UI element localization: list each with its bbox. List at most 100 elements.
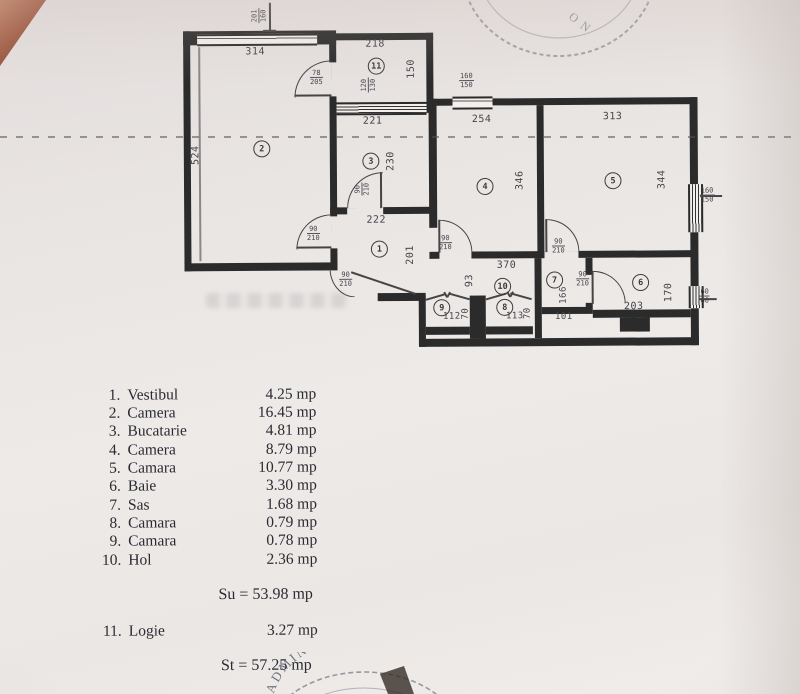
legend-row: 2. Camera 16.45 mp (96, 403, 317, 423)
dim-313: 313 (602, 111, 623, 123)
wall (536, 105, 545, 259)
legend-row: 9. Camara 0.78 mp (97, 531, 318, 551)
room-number-camera2: 2 (253, 140, 271, 158)
room-number-bucatarie: 3 (362, 152, 380, 170)
room-index: 8. (109, 514, 122, 532)
dim-230: 230 (385, 151, 397, 171)
dim-tick (268, 2, 271, 31)
room-area: 0.78 mp (266, 531, 318, 549)
room-name: Camera (127, 404, 176, 422)
dim-150: 150 (405, 59, 417, 79)
wall (330, 207, 348, 215)
room-area: 0.79 mp (266, 513, 318, 531)
room-area: 8.79 mp (265, 440, 317, 458)
wall (534, 258, 542, 339)
room-index: 6. (109, 477, 121, 495)
room-index: 9. (109, 532, 122, 550)
room-number-vestibul: 1 (370, 240, 388, 258)
wall (330, 248, 338, 269)
wall (426, 98, 453, 106)
room-area: 10.77 mp (258, 458, 317, 476)
room-name: Camara (128, 514, 177, 532)
dim-170: 170 (663, 282, 675, 303)
dim-201: 201 (404, 245, 416, 265)
dim-370: 370 (496, 259, 517, 271)
wall (689, 97, 699, 185)
room-number-baie: 6 (632, 273, 650, 292)
dim-221: 221 (362, 115, 383, 127)
wall (485, 326, 533, 335)
closet-lid (449, 292, 470, 301)
room-area: 4.81 mp (265, 421, 317, 439)
room-name: Camara (127, 459, 176, 477)
room-name: Vestibul (127, 386, 179, 404)
wall (578, 250, 698, 258)
door-leaf (296, 246, 332, 249)
room-area: 16.45 mp (257, 403, 317, 421)
dim-166: 166 (558, 286, 569, 304)
dim-344: 344 (656, 169, 668, 190)
wall (425, 326, 470, 335)
dim-314: 314 (245, 46, 266, 58)
dim-113: 113 (505, 311, 524, 322)
dim-tick (263, 29, 277, 32)
room-area: 4.25 mp (265, 385, 317, 403)
room-number-camara5: 5 (604, 172, 622, 190)
wall (383, 206, 435, 215)
bleed-through-text (206, 293, 348, 308)
dim-346: 346 (514, 170, 526, 191)
wall (492, 97, 697, 106)
room-number-hol: 10 (494, 277, 512, 295)
room-index: 4. (108, 441, 121, 459)
room-name: Logie (128, 622, 165, 640)
room-area: 3.27 mp (266, 621, 318, 639)
legend-row-logie: 11. Logie 3.27 mp (98, 622, 318, 641)
room-index: 11. (102, 622, 122, 640)
dim-524: 524 (190, 145, 202, 166)
room-area: 2.36 mp (266, 550, 318, 568)
dim-70b: 70 (522, 307, 533, 320)
dim-70a: 70 (460, 307, 471, 320)
door-leaf (591, 270, 594, 304)
room-area: 1.68 mp (266, 495, 318, 513)
legend-row: 8. Camara 0.79 mp (97, 514, 317, 533)
total-area: St = 57.25 mp (220, 656, 312, 675)
dim-93: 93 (464, 274, 476, 288)
wall (585, 302, 593, 314)
dim-112: 112 (442, 311, 461, 322)
closet-lid (510, 292, 532, 301)
room-number-camera4: 4 (476, 177, 494, 196)
floor-plan-drawing: 1 2 3 4 5 6 7 8 9 10 11 314 524 218 150 … (0, 0, 798, 347)
wall (428, 98, 438, 228)
room-name: Camara (128, 532, 177, 550)
dim-222: 222 (366, 214, 387, 226)
dim-203: 203 (623, 301, 644, 313)
room-number-logie: 11 (367, 57, 385, 75)
wall (429, 251, 440, 259)
wall (184, 262, 338, 272)
door-leaf (379, 172, 383, 209)
door-leaf (545, 219, 548, 253)
wall (418, 337, 699, 347)
room-index: 2. (108, 404, 121, 422)
room-area: 3.30 mp (265, 476, 317, 494)
window-mid (452, 96, 493, 110)
